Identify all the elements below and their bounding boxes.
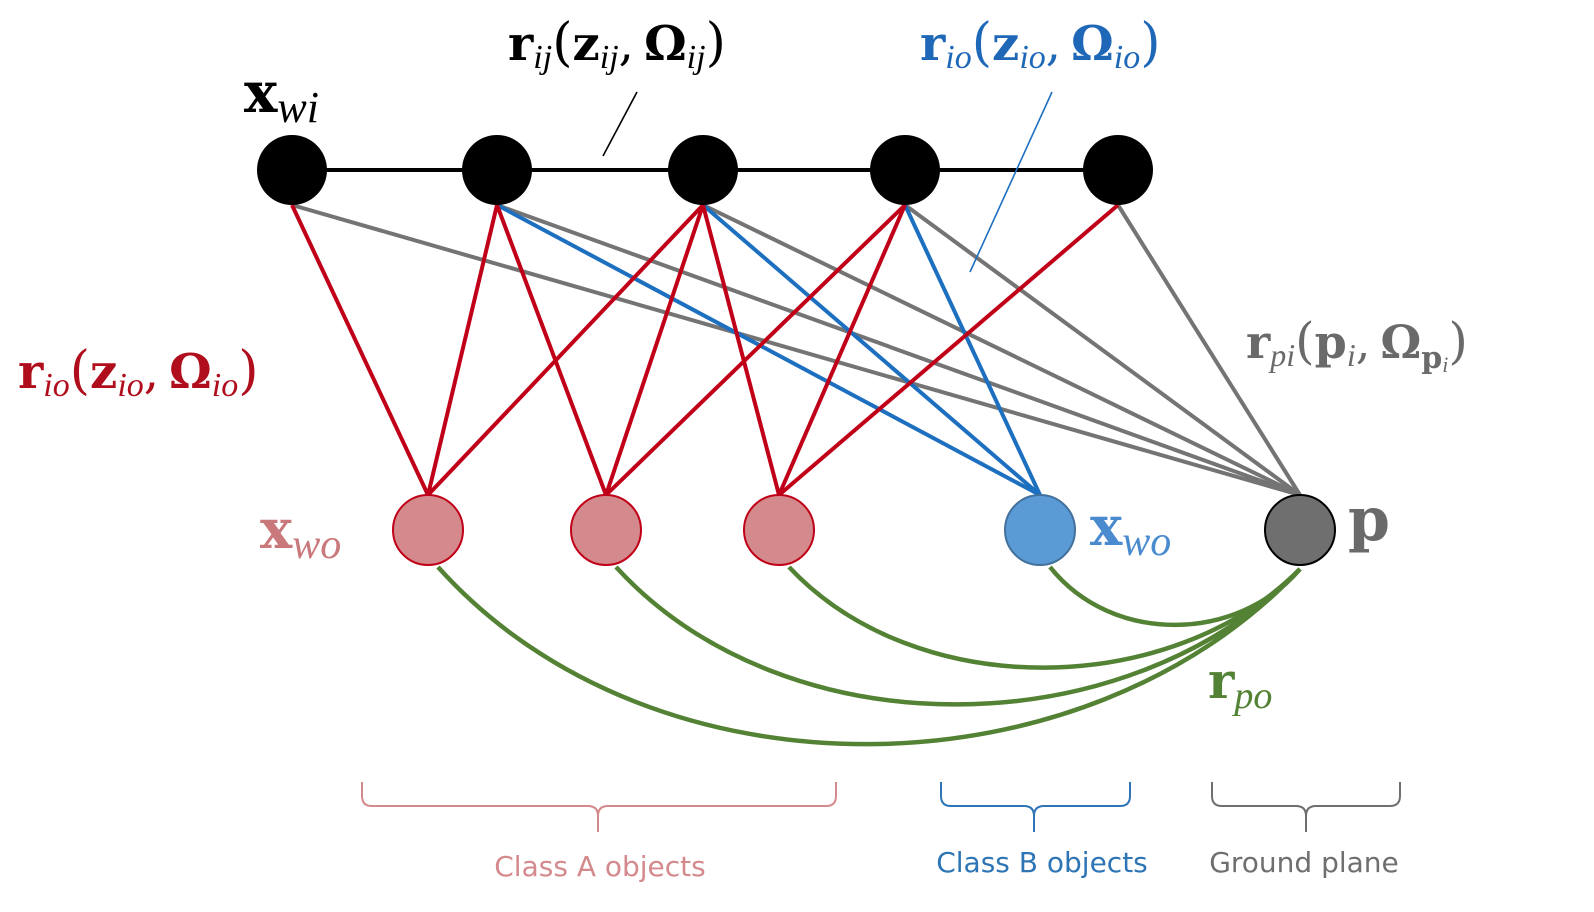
- ground-brace: [1211, 782, 1401, 832]
- edges-layer: [290, 168, 1302, 497]
- class-a-factor-edge: [426, 203, 705, 497]
- class-a-group-caption: Class A objects: [494, 850, 706, 883]
- class-b-object-node: [1004, 494, 1076, 566]
- plane-object-factor-curve: [614, 565, 1302, 707]
- pose-node: [870, 135, 940, 205]
- ground-group-caption: Ground plane: [1209, 846, 1399, 879]
- class-b-object-label: xwo: [1090, 494, 1171, 565]
- class-b-factor-edge: [903, 204, 1042, 496]
- class-a-factor-edge: [777, 203, 1120, 497]
- class-a-factor-edge: [290, 204, 430, 496]
- pose-node: [462, 135, 532, 205]
- ground-factor-edge: [903, 203, 1302, 497]
- class-b-group-caption: Class B objects: [936, 846, 1148, 879]
- class-a-factor-edge: [777, 204, 907, 496]
- class-a-factor-edge: [495, 204, 608, 496]
- pose-node: [668, 135, 738, 205]
- class-b-factor-edge: [701, 203, 1042, 497]
- nodes-layer: [257, 135, 1336, 566]
- class-b-label-leader: [969, 91, 1053, 273]
- class-a-object-node: [570, 494, 642, 566]
- class-b-factor-label: rio(zio,Ωio): [920, 13, 1161, 76]
- class-a-brace: [361, 782, 837, 832]
- ground-factor-label: rpi(pi,Ωpi): [1246, 312, 1468, 377]
- ground-factor-edge: [1116, 203, 1302, 497]
- pose-label: xwi: [244, 60, 319, 132]
- ground-factor-edge: [291, 203, 1301, 497]
- class-a-object-node: [743, 494, 815, 566]
- class-a-factor-edge: [604, 203, 907, 497]
- plane-object-factor-curve: [787, 565, 1302, 670]
- odometry-factor-label: rij(zij,Ωij): [508, 13, 726, 76]
- plane-object-curves-layer: [436, 565, 1302, 747]
- class-b-factor-edge: [496, 203, 1041, 497]
- class-a-object-node: [392, 494, 464, 566]
- ground-factor-edge: [702, 203, 1301, 497]
- class-b-brace: [940, 782, 1131, 832]
- ground-plane-node: [1264, 494, 1336, 566]
- class-a-factor-edge: [604, 204, 705, 496]
- class-a-factor-edge: [426, 204, 499, 496]
- ground-node-label: p: [1348, 485, 1390, 555]
- plane-object-factor-curve: [436, 565, 1302, 747]
- pose-node: [1083, 135, 1153, 205]
- plane-object-factor-curve: [1048, 565, 1302, 628]
- class-a-object-label: xwo: [260, 497, 341, 568]
- ground-factor-edge: [496, 203, 1301, 497]
- class-a-factor-edge: [701, 204, 781, 496]
- odometry-label-leader: [602, 91, 638, 157]
- class-a-factor-label: rio(zio,Ωio): [18, 341, 259, 404]
- pose-node: [257, 135, 327, 205]
- plane-object-factor-label: rpo: [1208, 651, 1272, 717]
